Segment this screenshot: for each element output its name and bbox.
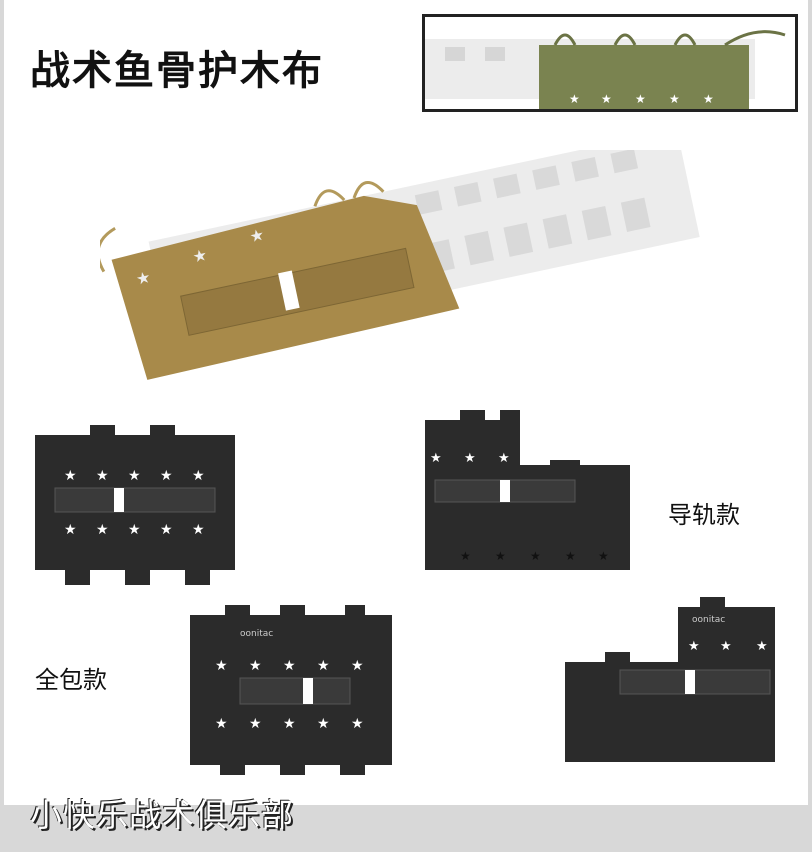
footer-watermark: 小快乐战术俱乐部 [30, 796, 295, 834]
svg-text:★: ★ [64, 468, 77, 484]
svg-text:★: ★ [96, 468, 109, 484]
svg-text:★: ★ [134, 267, 152, 289]
svg-text:★: ★ [464, 451, 476, 466]
full-wrap-panel-bottom: oonitac ★ ★ ★ ★ ★ ★ ★ ★ ★ ★ [190, 605, 392, 775]
svg-text:★: ★ [498, 451, 510, 466]
svg-text:★: ★ [351, 658, 364, 674]
svg-text:★: ★ [635, 92, 646, 106]
svg-text:★: ★ [430, 451, 442, 466]
svg-text:★: ★ [351, 716, 364, 732]
svg-text:★: ★ [688, 639, 700, 654]
svg-text:★: ★ [565, 549, 576, 563]
svg-text:★: ★ [248, 225, 266, 247]
svg-text:★: ★ [215, 716, 228, 732]
svg-text:★: ★ [128, 522, 141, 538]
svg-text:★: ★ [96, 522, 109, 538]
olive-handguard-illustration: ★ ★ ★ ★ ★ [425, 30, 786, 109]
svg-text:★: ★ [495, 549, 506, 563]
svg-text:★: ★ [191, 245, 209, 267]
inset-olive-variant: ★ ★ ★ ★ ★ [422, 14, 798, 112]
svg-text:★: ★ [317, 658, 330, 674]
svg-text:★: ★ [460, 549, 471, 563]
brand-logo: oonitac [692, 615, 725, 625]
svg-text:★: ★ [249, 658, 262, 674]
page-title: 战术鱼骨护木布 [30, 48, 324, 94]
svg-text:★: ★ [601, 92, 612, 106]
tan-handguard-illustration: ★ ★ ★ [100, 150, 700, 380]
rail-style-label: 导轨款 [668, 501, 740, 529]
svg-text:★: ★ [703, 92, 714, 106]
svg-text:★: ★ [160, 522, 173, 538]
svg-text:★: ★ [215, 658, 228, 674]
svg-text:★: ★ [598, 549, 609, 563]
full-wrap-label: 全包款 [35, 666, 107, 694]
rail-panel-bottom: oonitac ★ ★ ★ [565, 597, 775, 762]
svg-text:★: ★ [128, 468, 141, 484]
rail-panel-top: ★ ★ ★ ★ ★ ★ ★ ★ [425, 410, 630, 570]
svg-text:★: ★ [720, 639, 732, 654]
svg-text:★: ★ [530, 549, 541, 563]
svg-text:★: ★ [64, 522, 77, 538]
svg-text:★: ★ [669, 92, 680, 106]
svg-text:★: ★ [249, 716, 262, 732]
full-wrap-panel-top: ★ ★ ★ ★ ★ ★ ★ ★ ★ ★ [35, 425, 235, 585]
svg-text:★: ★ [756, 639, 768, 654]
svg-text:★: ★ [283, 658, 296, 674]
svg-text:★: ★ [569, 92, 580, 106]
svg-text:★: ★ [160, 468, 173, 484]
svg-text:★: ★ [192, 522, 205, 538]
svg-text:★: ★ [317, 716, 330, 732]
svg-text:★: ★ [283, 716, 296, 732]
svg-text:★: ★ [192, 468, 205, 484]
brand-logo: oonitac [240, 629, 273, 639]
